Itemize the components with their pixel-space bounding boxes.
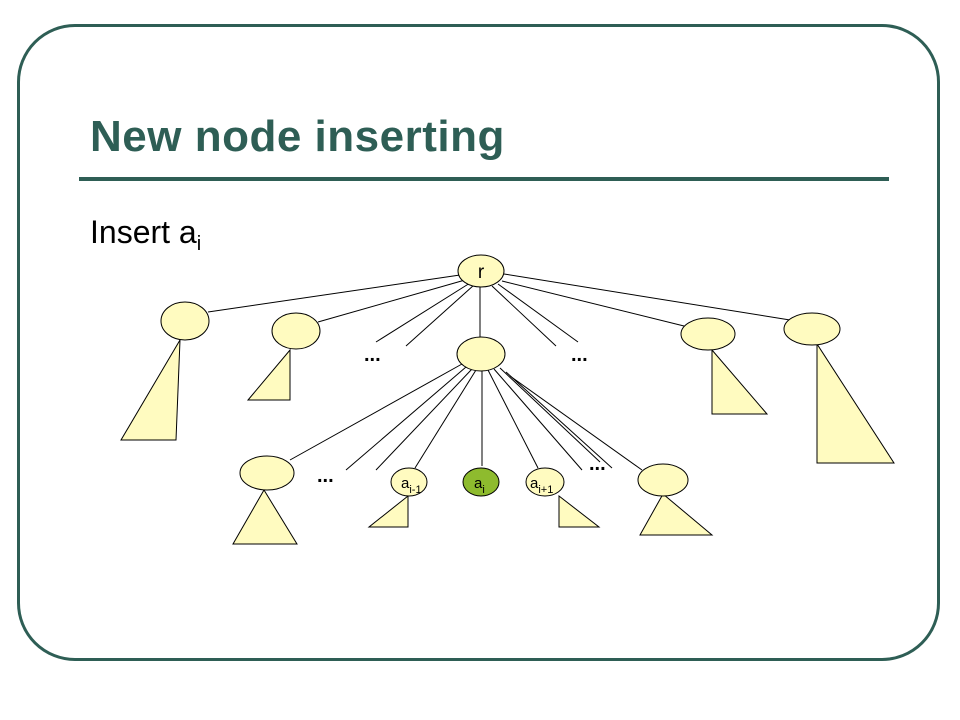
child-node-1 — [160, 301, 210, 341]
label-a-current-sub: i — [482, 484, 484, 496]
ellipsis-right-bottom: ... — [589, 453, 606, 475]
ellipsis-right-top: ... — [571, 344, 588, 366]
label-a-current: ai — [474, 475, 485, 496]
ellipsis-left-top: ... — [364, 344, 381, 366]
subtitle-subscript: i — [196, 233, 202, 255]
label-a-current-base: a — [474, 475, 483, 492]
label-a-next-sub: i+1 — [538, 484, 553, 496]
edge-mid-ellipsis-right-b — [499, 367, 601, 463]
edge-mid-ellipsis-right-c — [505, 371, 613, 469]
edge-root-ellipsis-right-a — [491, 285, 557, 347]
grandchild-left-node — [239, 455, 295, 491]
edge-mid-ellipsis-right-a — [493, 368, 583, 471]
subtree-child4 — [711, 348, 769, 415]
edge-root-child5 — [503, 273, 791, 321]
edges — [207, 273, 791, 471]
child-node-2 — [271, 312, 321, 350]
edge-mid-ellipsis-left — [345, 366, 467, 471]
subtitle-text: Insert a — [90, 214, 197, 250]
label-a-next: ai+1 — [530, 475, 553, 496]
nodes — [160, 254, 841, 497]
edge-root-ellipsis-left-b — [405, 284, 475, 347]
edge-mid-left-child — [289, 363, 463, 461]
node-a-next — [525, 467, 565, 497]
edge-root-child4 — [501, 280, 685, 327]
label-a-prev-sub: i-1 — [409, 484, 421, 496]
root-node — [457, 254, 505, 288]
subtree-next — [558, 494, 601, 528]
edge-root-ellipsis-left-a — [375, 282, 471, 343]
label-a-next-base: a — [530, 475, 539, 492]
labels: r ... ... ... ... ai-1 ai ai+1 — [317, 262, 606, 496]
edge-mid-prev — [414, 369, 477, 469]
edge-mid-right-child — [509, 375, 643, 471]
grandchild-right-node — [637, 463, 689, 497]
edge-root-child1 — [207, 274, 461, 313]
edge-mid-ellipsis-left-b — [375, 368, 473, 471]
subtree-mid-left — [232, 489, 298, 545]
subtrees — [120, 339, 895, 545]
child-node-4 — [680, 317, 736, 351]
child-node-5 — [783, 312, 841, 346]
edge-root-ellipsis-right-b — [497, 283, 579, 343]
node-a-prev — [390, 467, 428, 497]
title-divider — [79, 177, 889, 181]
edge-mid-next — [487, 369, 539, 469]
slide-title: New node inserting — [90, 112, 505, 161]
label-a-prev: ai-1 — [401, 475, 422, 496]
subtree-child5 — [816, 342, 895, 464]
middle-node — [456, 336, 506, 372]
subtree-mid-right — [639, 493, 714, 536]
subtree-prev — [367, 494, 409, 528]
edge-root-child2 — [317, 279, 466, 323]
subtree-child2 — [246, 348, 291, 401]
node-a-current — [462, 467, 500, 497]
label-a-prev-base: a — [401, 475, 410, 492]
ellipsis-left-bottom: ... — [317, 465, 334, 487]
subtree-child1 — [120, 339, 181, 441]
subtitle: Insert ai — [90, 214, 201, 256]
root-label: r — [478, 262, 485, 283]
